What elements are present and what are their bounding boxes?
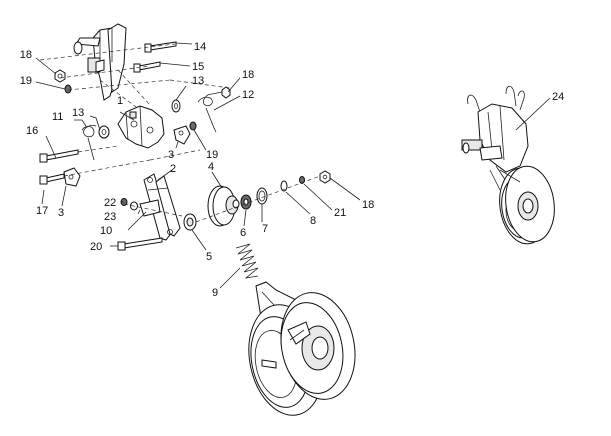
callout-numbers: 18 19 14 15 13 18 12 1 11 13 16 3 19 2 4… (20, 41, 565, 299)
callout-9: 9 (212, 287, 218, 299)
callout-24: 24 (552, 91, 564, 103)
bolt-15 (133, 61, 161, 73)
callout-20: 20 (90, 241, 102, 253)
assembly-line (77, 145, 119, 153)
callout-1: 1 (117, 95, 123, 107)
washer-13-right (171, 99, 181, 113)
leader-lines (35, 42, 551, 289)
assembled-unit-24 (461, 85, 555, 245)
callout-13: 13 (192, 75, 204, 87)
bearing-5 (183, 213, 197, 231)
callout-6: 6 (240, 227, 246, 239)
clip-3-left (63, 167, 81, 187)
bolt-17 (39, 173, 65, 185)
callout-3: 3 (168, 149, 174, 161)
callout-18: 18 (362, 199, 374, 211)
nut-18-right (319, 170, 331, 184)
callout-22: 22 (104, 197, 116, 209)
nut-18-upper-right (221, 86, 231, 99)
callout-14: 14 (194, 41, 206, 53)
callout-13: 13 (72, 107, 84, 119)
assembly-line (169, 79, 231, 89)
callout-16: 16 (26, 125, 38, 137)
callout-8: 8 (310, 215, 316, 227)
washer-21 (299, 176, 305, 184)
washer-19-right (189, 121, 197, 131)
washer-19-top-left (64, 84, 72, 94)
gauge-wheel-assembly (248, 281, 356, 416)
mounting-bracket (73, 23, 127, 101)
torsion-spring-11 (81, 125, 97, 161)
callout-3: 3 (58, 207, 64, 219)
callout-21: 21 (334, 207, 346, 219)
callout-19: 19 (20, 75, 32, 87)
assembly-line (149, 149, 201, 161)
callout-12: 12 (242, 89, 254, 101)
assembly-line (123, 203, 183, 217)
wheel-4 (207, 185, 240, 227)
bolt-20 (117, 237, 163, 251)
callout-15: 15 (192, 61, 204, 73)
callout-2: 2 (170, 163, 176, 175)
assembly-line (39, 43, 176, 61)
bolt-14 (144, 41, 177, 53)
plate-10 (139, 199, 161, 217)
assembly-line (117, 69, 151, 106)
nut-18-top-left (54, 69, 66, 83)
callout-4: 4 (208, 161, 214, 173)
clip-3-right (173, 125, 191, 145)
callout-19: 19 (206, 149, 218, 161)
callout-18: 18 (242, 69, 254, 81)
callout-23: 23 (104, 211, 116, 223)
ring-7 (256, 187, 268, 205)
compression-spring-9 (235, 243, 259, 279)
callout-10: 10 (100, 225, 112, 237)
pivot-plate (117, 105, 165, 149)
bolt-16 (39, 149, 79, 163)
washer-13-left (98, 125, 110, 139)
callout-18: 18 (20, 49, 32, 61)
callout-11: 11 (52, 111, 63, 123)
torsion-spring-12 (197, 91, 223, 133)
callout-7: 7 (262, 223, 268, 235)
assembly-line (67, 79, 171, 91)
assembly-line (99, 79, 141, 111)
callout-17: 17 (36, 205, 48, 217)
callout-5: 5 (206, 251, 212, 263)
assembly-line (63, 159, 151, 177)
axle-line (195, 175, 321, 223)
assembly-line (59, 65, 151, 79)
ring-8 (280, 180, 288, 192)
